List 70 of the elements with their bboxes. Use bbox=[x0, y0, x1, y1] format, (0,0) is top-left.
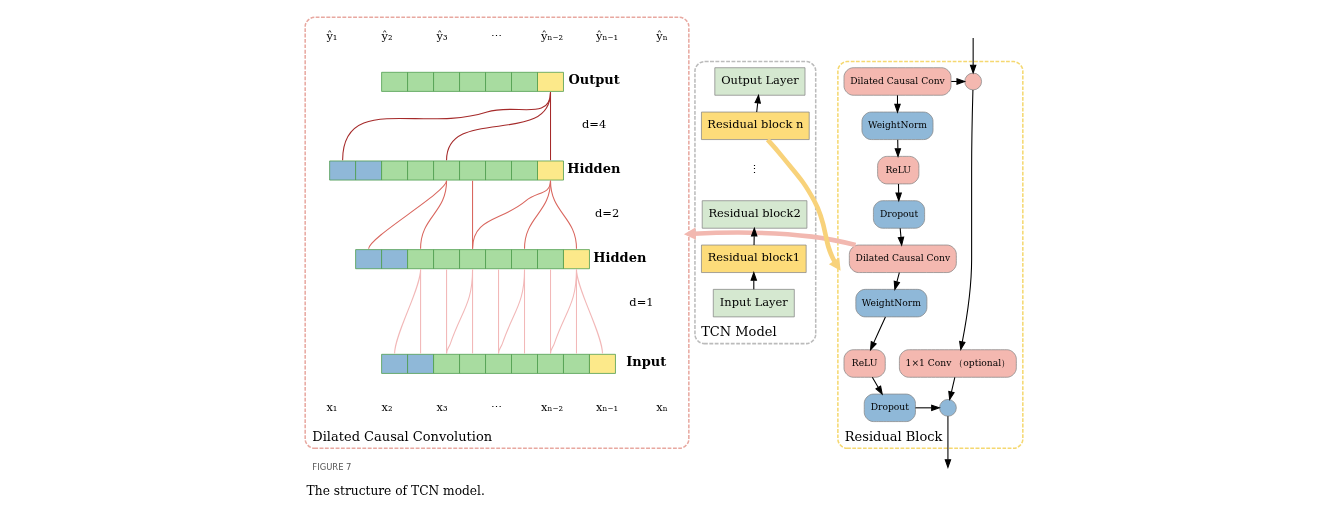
label: ŷₙ bbox=[656, 28, 668, 43]
connector bbox=[446, 91, 552, 161]
connector bbox=[368, 180, 448, 250]
label: xₙ bbox=[656, 399, 668, 414]
connector bbox=[575, 268, 603, 355]
arrow bbox=[897, 227, 905, 247]
connector bbox=[549, 180, 578, 250]
label: ŷ₁ bbox=[326, 28, 338, 43]
arrow bbox=[894, 139, 902, 158]
connector bbox=[342, 91, 552, 161]
arrow bbox=[948, 376, 956, 402]
arrow bbox=[959, 89, 974, 352]
node-label: Input bbox=[626, 354, 667, 370]
arrow bbox=[765, 138, 841, 271]
connector bbox=[498, 268, 526, 355]
label: d=4 bbox=[581, 117, 607, 132]
arrow bbox=[914, 404, 941, 412]
label: ⋯ bbox=[491, 399, 503, 414]
arrow bbox=[869, 316, 886, 352]
node-box: Residual block2 bbox=[701, 200, 808, 229]
arrow bbox=[894, 94, 901, 114]
label: ŷₙ₋₁ bbox=[596, 28, 619, 43]
node-box: WeightNorm bbox=[855, 289, 928, 318]
connector bbox=[472, 180, 552, 250]
label: d=2 bbox=[594, 206, 620, 221]
label: x₁ bbox=[326, 399, 338, 414]
connector bbox=[420, 268, 422, 355]
label: ŷₙ₋₂ bbox=[541, 28, 564, 43]
label: FIGURE 7 bbox=[312, 462, 352, 473]
label: ⋯ bbox=[491, 28, 503, 43]
node-label: Hidden bbox=[567, 160, 621, 176]
arrow bbox=[750, 226, 758, 246]
node-box: 1×1 Conv （optional） bbox=[899, 349, 1017, 378]
connector bbox=[549, 91, 552, 161]
connector bbox=[524, 268, 526, 355]
connector bbox=[549, 268, 578, 355]
connector bbox=[394, 268, 422, 355]
arrow bbox=[893, 272, 901, 291]
arrow bbox=[754, 93, 762, 113]
label: ŷ₃ bbox=[436, 28, 448, 43]
label: ŷ₂ bbox=[381, 28, 393, 43]
label: ⋮ bbox=[749, 161, 761, 176]
label: x₃ bbox=[436, 399, 448, 414]
node-box: ReLU bbox=[877, 156, 920, 185]
node-circle bbox=[939, 399, 957, 417]
node-box: Dropout bbox=[873, 200, 925, 229]
connector bbox=[446, 268, 474, 355]
node-box: WeightNorm bbox=[861, 111, 934, 140]
node-box: Dropout bbox=[863, 393, 916, 422]
node-box: Residual block n bbox=[701, 111, 810, 140]
node-box: Dilated Causal Conv bbox=[848, 244, 957, 273]
node-box: Residual block1 bbox=[701, 244, 807, 273]
caption: The structure of TCN model. bbox=[306, 483, 485, 498]
label: d=1 bbox=[629, 294, 654, 309]
arrow bbox=[944, 415, 952, 469]
node-box: ReLU bbox=[843, 349, 886, 378]
label: x₂ bbox=[381, 399, 393, 414]
arrow bbox=[969, 37, 977, 75]
arrow bbox=[683, 227, 857, 248]
arrow bbox=[871, 376, 883, 396]
node-circle bbox=[964, 72, 982, 91]
connector bbox=[472, 268, 474, 355]
label: xₙ₋₁ bbox=[596, 399, 619, 414]
connector bbox=[420, 180, 448, 250]
node-label: Hidden bbox=[593, 249, 647, 265]
node-box: Output Layer bbox=[714, 67, 806, 96]
node-box: Input Layer bbox=[712, 289, 795, 318]
node-box: Dilated Causal Conv bbox=[843, 67, 952, 96]
node-label: Output bbox=[568, 72, 620, 88]
label: xₙ₋₂ bbox=[541, 399, 564, 414]
